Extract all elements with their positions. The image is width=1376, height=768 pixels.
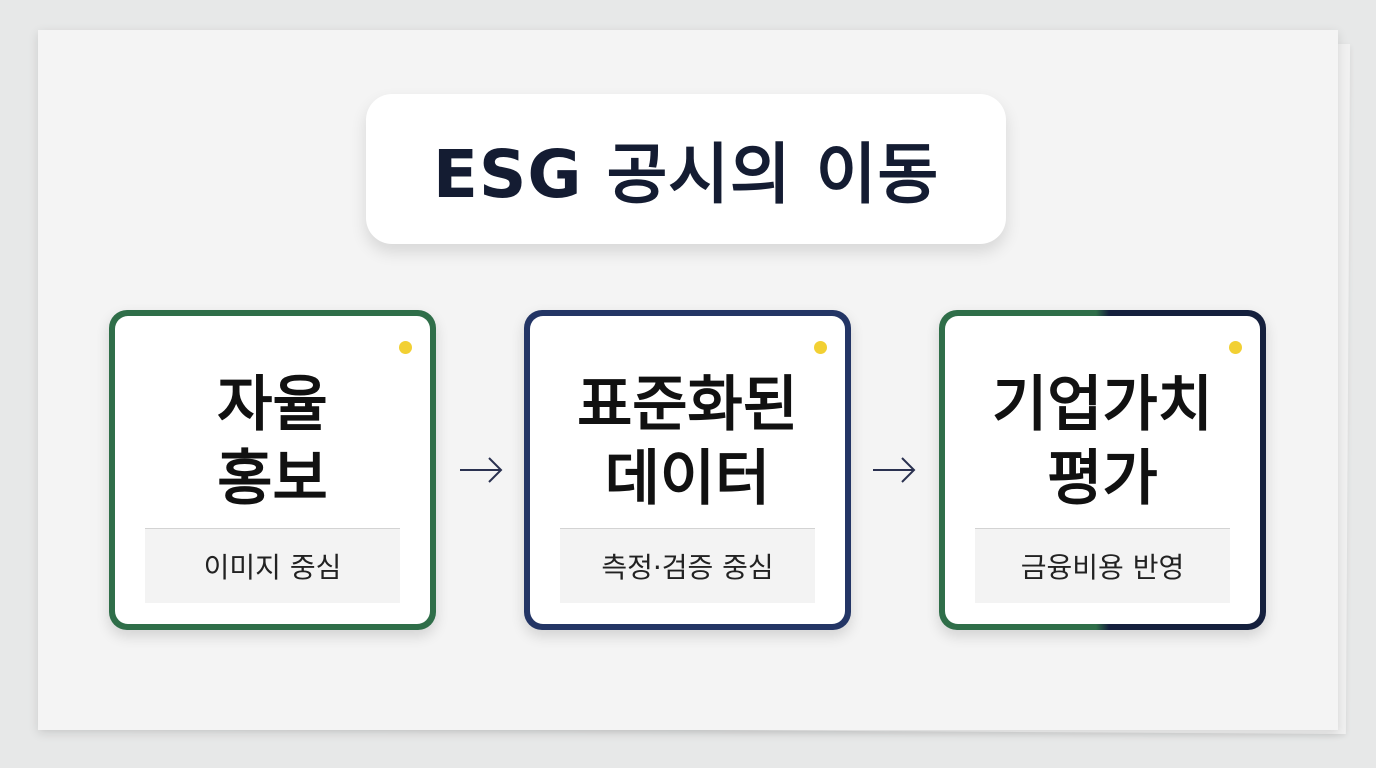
arrow-right-icon bbox=[873, 457, 916, 483]
status-dot-icon bbox=[399, 341, 412, 354]
stage-card-2-body: 표준화된 데이터 측정·검증 중심 bbox=[530, 316, 845, 624]
stage-2-subtitle: 측정·검증 중심 bbox=[560, 528, 815, 603]
stage-card-1-body: 자율 홍보 이미지 중심 bbox=[115, 316, 430, 624]
diagram-title: ESG 공시의 이동 bbox=[432, 136, 940, 213]
status-dot-icon bbox=[1229, 341, 1242, 354]
status-dot-icon bbox=[814, 341, 827, 354]
stage-2-title: 표준화된 데이터 bbox=[577, 370, 798, 514]
stage-3-title: 기업가치 평가 bbox=[992, 370, 1213, 514]
stage-card-2: 표준화된 데이터 측정·검증 중심 bbox=[524, 310, 851, 630]
stage-1-subtitle: 이미지 중심 bbox=[145, 528, 400, 603]
stage-3-subtitle: 금융비용 반영 bbox=[975, 528, 1230, 603]
stage-card-1: 자율 홍보 이미지 중심 bbox=[109, 310, 436, 630]
arrow-right-icon bbox=[460, 457, 503, 483]
stage-card-3-body: 기업가치 평가 금융비용 반영 bbox=[945, 316, 1260, 624]
stage-card-3: 기업가치 평가 금융비용 반영 bbox=[939, 310, 1266, 630]
stage-1-title: 자율 홍보 bbox=[217, 370, 328, 514]
title-box: ESG 공시의 이동 bbox=[366, 94, 1006, 244]
